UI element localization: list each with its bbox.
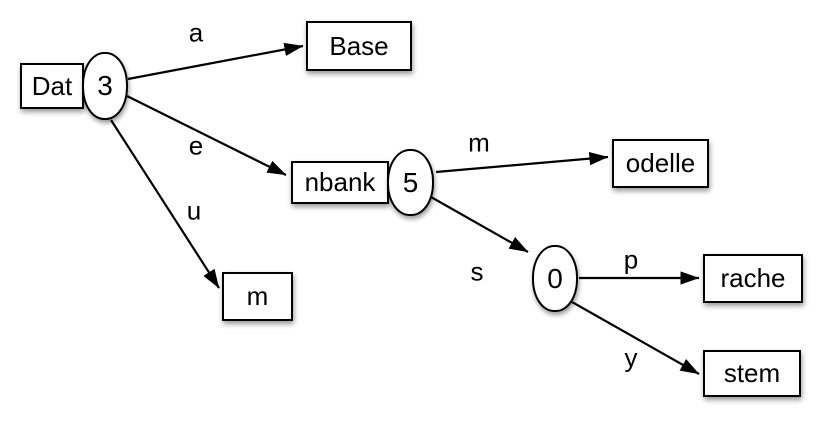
node-m: m	[222, 272, 293, 321]
edge-label-a: a	[188, 17, 204, 48]
node-dat-label: Dat	[20, 63, 84, 109]
node-zero-count-oval: 0	[532, 245, 578, 312]
edge-y-arrow	[571, 301, 700, 375]
edge-a-arrow	[127, 42, 304, 81]
edge-label-p: p	[623, 244, 639, 275]
node-base: Base	[306, 21, 412, 71]
node-dat-count-oval: 3	[82, 52, 128, 120]
edge-label-m: m	[468, 127, 490, 158]
node-nbank-count-oval: 5	[387, 149, 434, 216]
edge-label-y: y	[624, 342, 638, 373]
node-odelle: odelle	[612, 139, 709, 188]
edge-u-arrow	[110, 119, 220, 289]
edge-s-arrow	[430, 196, 529, 253]
edge-e-arrow	[126, 95, 287, 176]
edge-label-s: s	[470, 256, 484, 287]
edge-label-u: u	[186, 195, 202, 226]
node-rache: rache	[703, 254, 803, 303]
node-nbank-label: nbank	[291, 161, 389, 204]
edge-label-e: e	[188, 130, 204, 161]
node-stem: stem	[703, 350, 801, 397]
edge-m-arrow	[435, 151, 609, 174]
